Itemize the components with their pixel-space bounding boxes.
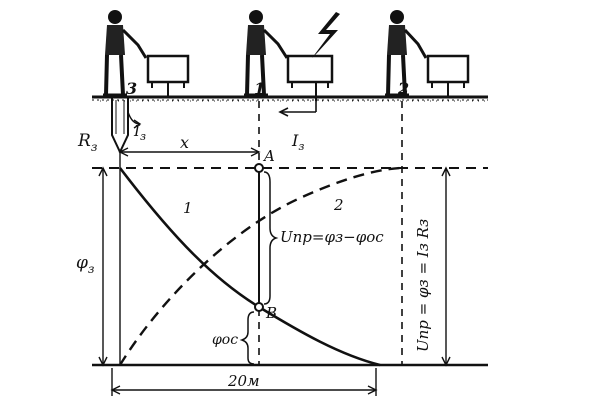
dimension-x <box>118 147 261 157</box>
current-left-label: Iз <box>133 122 146 143</box>
person-3-number: 3 <box>126 79 137 98</box>
point-a-label: A <box>262 147 275 165</box>
curve-1-ground-potential <box>118 167 381 367</box>
curve-2-label: 2 <box>333 196 344 214</box>
segment-b-base <box>239 311 255 365</box>
current-mid-label: Iз <box>291 131 304 153</box>
distance-label: 20м <box>227 372 260 390</box>
current-arrow-left <box>127 111 142 129</box>
person-1-number: 1 <box>254 79 265 98</box>
u-touch-mid-label: Uпр=φз−φос <box>280 228 384 246</box>
equipment-case-1 <box>286 54 334 101</box>
electrode-label: Rз <box>77 131 97 154</box>
ground-surface <box>92 95 488 102</box>
x-label: x <box>180 133 189 152</box>
person-2-number: 2 <box>397 79 409 98</box>
curve-1-label: 1 <box>183 199 193 217</box>
point-a-marker <box>254 163 264 173</box>
person-1-figure <box>244 10 289 97</box>
current-arrow-mid <box>278 101 317 117</box>
person-2-figure <box>385 10 428 97</box>
fault-lightning-icon <box>312 12 340 58</box>
phi-left-label: φз <box>76 253 94 276</box>
person-3-figure <box>103 10 148 97</box>
equipment-case-2 <box>426 54 470 97</box>
dimension-phi-left <box>98 166 108 367</box>
u-touch-right-label: Uпр = φз = Iз Rз <box>414 219 432 352</box>
ground-electrode <box>111 97 129 155</box>
dimension-distance <box>110 368 378 396</box>
equipment-case-3 <box>146 54 190 97</box>
point-b-marker <box>254 302 264 312</box>
curve-2-touch-voltage <box>118 166 401 366</box>
point-b-label: B <box>265 304 277 322</box>
phi-os-label: φос <box>212 332 238 348</box>
segment-a-b <box>258 168 279 307</box>
dimension-u-right <box>441 166 451 367</box>
